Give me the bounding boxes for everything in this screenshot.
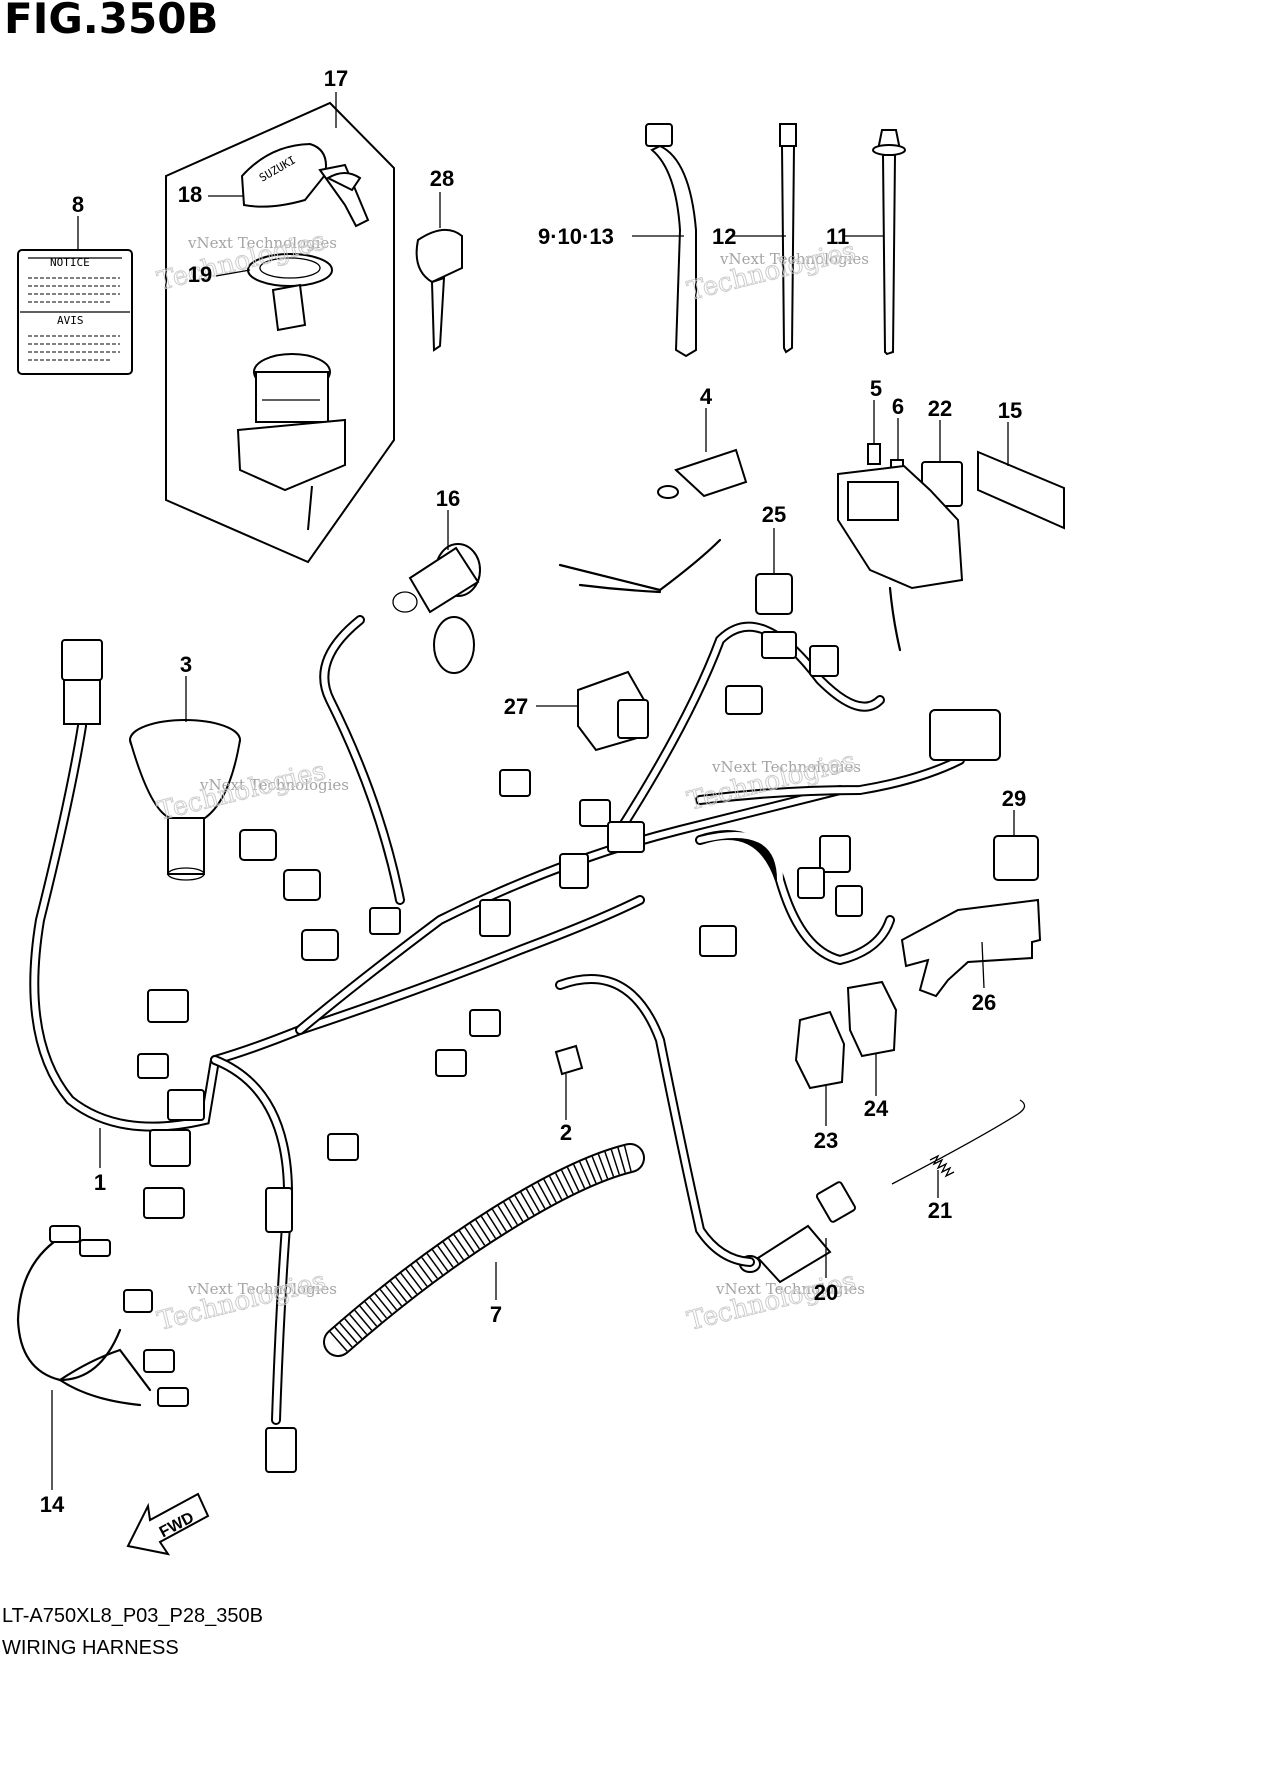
callouts: 17 18 19 8 28 9·10·13 12 11 4 5 6 22 15 … (40, 66, 1026, 1517)
figure-title: FIG.350B (4, 0, 219, 43)
connector-29 (993, 835, 1039, 881)
watermark-text: vNext Technologies (715, 1280, 865, 1298)
callout-8: 8 (72, 192, 84, 217)
rubber-boot (129, 719, 241, 881)
bracket (900, 898, 1042, 998)
callout-2: 2 (560, 1120, 572, 1145)
terminal-boot (657, 448, 748, 499)
watermark-text: vNext Technologies (711, 758, 861, 776)
connector-25 (755, 573, 793, 615)
watermark-text: vNext Technologies (187, 1280, 337, 1298)
main-harness (29, 538, 965, 1425)
fuse-box-assembly (837, 443, 1065, 652)
callout-27: 27 (504, 694, 528, 719)
callout-14: 14 (40, 1492, 65, 1517)
harness-connectors (61, 631, 1001, 1473)
coupler-23 (794, 1010, 846, 1090)
figure-footer: LT-A750XL8_P03_P28_350B WIRING HARNESS (2, 1600, 263, 1664)
forward-arrow: FWD (126, 1492, 210, 1556)
callout-7: 7 (490, 1302, 502, 1327)
notice-label: NOTICE AVIS (17, 249, 133, 375)
callout-6: 6 (892, 394, 904, 419)
accessory-socket (392, 543, 481, 674)
callout-19: 19 (188, 262, 212, 287)
callout-24: 24 (864, 1096, 889, 1121)
callout-16: 16 (436, 486, 460, 511)
relay-27 (577, 670, 649, 752)
callout-3: 3 (180, 652, 192, 677)
callout-23: 23 (814, 1128, 838, 1153)
callout-26: 26 (972, 990, 996, 1015)
callout-11: 11 (826, 224, 849, 249)
avis-text: AVIS (57, 314, 84, 327)
ignition-switch-kit: SUZUKI (165, 101, 395, 564)
cable-ties (645, 123, 906, 358)
model-code: LT-A750XL8_P03_P28_350B (2, 1605, 263, 1627)
coupler-24 (846, 980, 898, 1058)
spare-key (415, 229, 463, 352)
corrugated-tube (323, 1143, 645, 1357)
callout-18: 18 (178, 182, 202, 207)
callout-4: 4 (700, 384, 713, 409)
callout-29: 29 (1002, 786, 1026, 811)
callout-22: 22 (928, 396, 952, 421)
cap-2 (554, 1044, 584, 1076)
callout-5: 5 (870, 376, 882, 401)
brake-switch (739, 1181, 857, 1284)
watermark-text: vNext Technologies (187, 234, 337, 252)
callout-9-10-13: 9·10·13 (538, 224, 614, 249)
callout-1: 1 (94, 1170, 106, 1195)
watermark-text: Technologies (154, 1266, 328, 1337)
callout-21: 21 (928, 1198, 952, 1223)
notice-text: NOTICE (50, 256, 90, 269)
callout-28: 28 (430, 166, 454, 191)
leader-lines (51, 92, 1015, 1490)
callout-12: 12 (712, 224, 736, 249)
sub-harness-14 (16, 1225, 189, 1407)
watermark-text: vNext Technologies (719, 250, 869, 268)
spring-21 (891, 1099, 1026, 1185)
figure-caption: WIRING HARNESS (2, 1637, 179, 1659)
watermark-text: vNext Technologies (199, 776, 349, 794)
callout-15: 15 (998, 398, 1022, 423)
callout-25: 25 (762, 502, 786, 527)
callout-17: 17 (324, 66, 348, 91)
callout-20: 20 (814, 1280, 838, 1305)
